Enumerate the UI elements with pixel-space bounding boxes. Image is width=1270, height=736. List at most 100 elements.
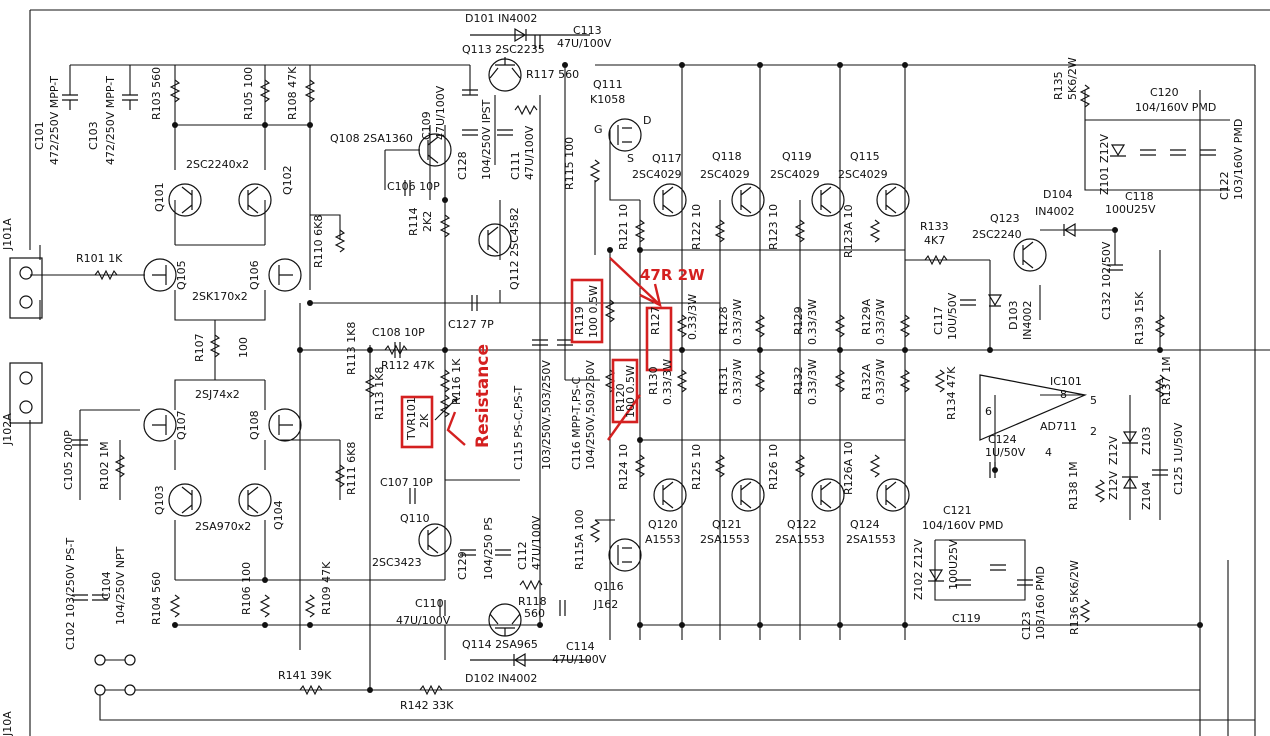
resistor-r124 (634, 454, 646, 478)
resistor-r139 (1154, 314, 1166, 338)
label-r118v: 560 (524, 607, 545, 620)
trimmer-tvr101 (434, 394, 458, 421)
label-d103t: IN4002 (1021, 301, 1034, 340)
capacitor-c122 (1200, 149, 1216, 156)
label-r102: R102 1M (98, 441, 111, 490)
label-r112: R112 47K (381, 359, 435, 372)
j102a-pin2 (19, 400, 33, 414)
label-q108b: Q108 (248, 410, 261, 440)
capacitor-c118 (1140, 149, 1156, 156)
capacitor-c106 (404, 180, 411, 196)
annotations: 47R 2W Resistance (400, 257, 705, 449)
label-c129: C129 (456, 551, 469, 580)
highlight-r119 (570, 278, 604, 344)
label-r131: R131 (717, 366, 730, 395)
label-s: S (627, 152, 634, 165)
label-r116: R116 1K (450, 358, 463, 405)
label-q124t: 2SA1553 (846, 533, 896, 546)
label-c111v: 47U/100V (523, 125, 536, 180)
resistor-r135 (1079, 84, 1091, 108)
label-jfet2: 2SJ74x2 (195, 388, 240, 401)
label-r127: R127 (649, 306, 662, 335)
label-r115: R115 100 (563, 137, 576, 190)
zener-z101 (1110, 144, 1126, 157)
label-q118: Q118 (712, 150, 742, 163)
label-c119v: 100U25V (947, 539, 960, 590)
capacitor-c103 (122, 94, 138, 110)
label-r107v: 100 (237, 337, 250, 358)
diode-d101 (470, 27, 590, 43)
label-c109: C109 (420, 111, 433, 140)
label-q101: Q101 (153, 182, 166, 212)
resistor-r137 (1154, 374, 1166, 398)
label-z101: Z101 Z12V (1098, 133, 1111, 195)
capacitor-c132 (1107, 264, 1123, 271)
resistor-r132 (834, 369, 846, 393)
label-c105: C105 200P (62, 430, 75, 490)
label-c112: C112 (516, 541, 529, 570)
resistor-r122 (714, 219, 726, 243)
transistor-q124 (876, 478, 910, 512)
transistor-q103 (168, 483, 202, 517)
label-r132v: 0.33/3W (806, 359, 819, 405)
transistor-q108b (268, 408, 302, 442)
label-r114v: 2K2 (421, 211, 434, 232)
j101a-pin2 (19, 295, 33, 309)
label-c118: C118 (1125, 190, 1154, 203)
label-j102a: J102A (1, 413, 14, 446)
resistor-r136 (1079, 599, 1091, 623)
resistor-r127 (676, 314, 688, 338)
capacitor-c102 (72, 594, 88, 601)
label-c113v: 47U/100V (557, 37, 612, 50)
label-pin5: 5 (1090, 394, 1097, 407)
resistor-r101 (94, 269, 118, 281)
transistor-q108 (418, 133, 452, 167)
label-q123: Q123 (990, 212, 1020, 225)
label-c120: C120 (1150, 86, 1179, 99)
transistor-q120 (653, 478, 687, 512)
label-c128v: 104/250V IPST (480, 99, 493, 180)
connector-j101a (9, 257, 43, 319)
label-d103: D103 (1007, 301, 1020, 330)
capacitor-c109 (462, 89, 478, 96)
label-r110: R110 6K8 (312, 215, 325, 268)
label-z103: Z103 (1140, 426, 1153, 455)
capacitor-c116 (557, 339, 573, 346)
resistor-r107 (209, 334, 221, 358)
label-r129: R129 (792, 306, 805, 335)
label-tvrv: 2K (418, 413, 431, 428)
resistor-r142 (419, 684, 443, 696)
transistor-q102 (238, 183, 272, 217)
label-r136: R136 5K6/2W (1068, 560, 1081, 635)
resistor-r112 (384, 344, 408, 356)
resistor-r134 (934, 369, 946, 393)
resistor-r103 (169, 79, 181, 103)
diode-d104 (1063, 222, 1076, 238)
label-c116v: 104/250V,503/250V (584, 360, 597, 470)
transistor-q111 (608, 118, 642, 152)
label-c103v: 472/250V MPP-T (104, 76, 117, 165)
label-r129a: R129A (860, 298, 873, 335)
transistor-q123 (1013, 238, 1047, 272)
label-c127: C127 7P (448, 318, 494, 331)
transistor-q107 (143, 408, 177, 442)
capacitor-c117 (960, 299, 976, 306)
label-r103: R103 560 (150, 67, 163, 120)
label-c104v: 104/250V NPT (114, 546, 127, 625)
resistor-r119 (604, 299, 616, 323)
terminal-d (124, 684, 136, 696)
label-r106: R106 100 (240, 562, 253, 615)
label-d104t: IN4002 (1035, 205, 1074, 218)
label-c117: C117 (932, 306, 945, 335)
label-c115: C115 PS-C,PS-T (512, 385, 525, 470)
label-c106: C106 10P (387, 180, 440, 193)
label-pin2: 2 (1090, 425, 1097, 438)
label-c120v: 104/160V PMD (1135, 101, 1216, 114)
resistor-r128 (754, 314, 766, 338)
capacitor-c113 (534, 35, 541, 49)
label-j10a: J10A (1, 711, 14, 736)
label-c129v: 104/250 PS (482, 517, 495, 580)
label-q123t: 2SC2240 (972, 228, 1022, 241)
diode-d102 (470, 652, 590, 668)
capacitor-c119 (955, 579, 971, 586)
